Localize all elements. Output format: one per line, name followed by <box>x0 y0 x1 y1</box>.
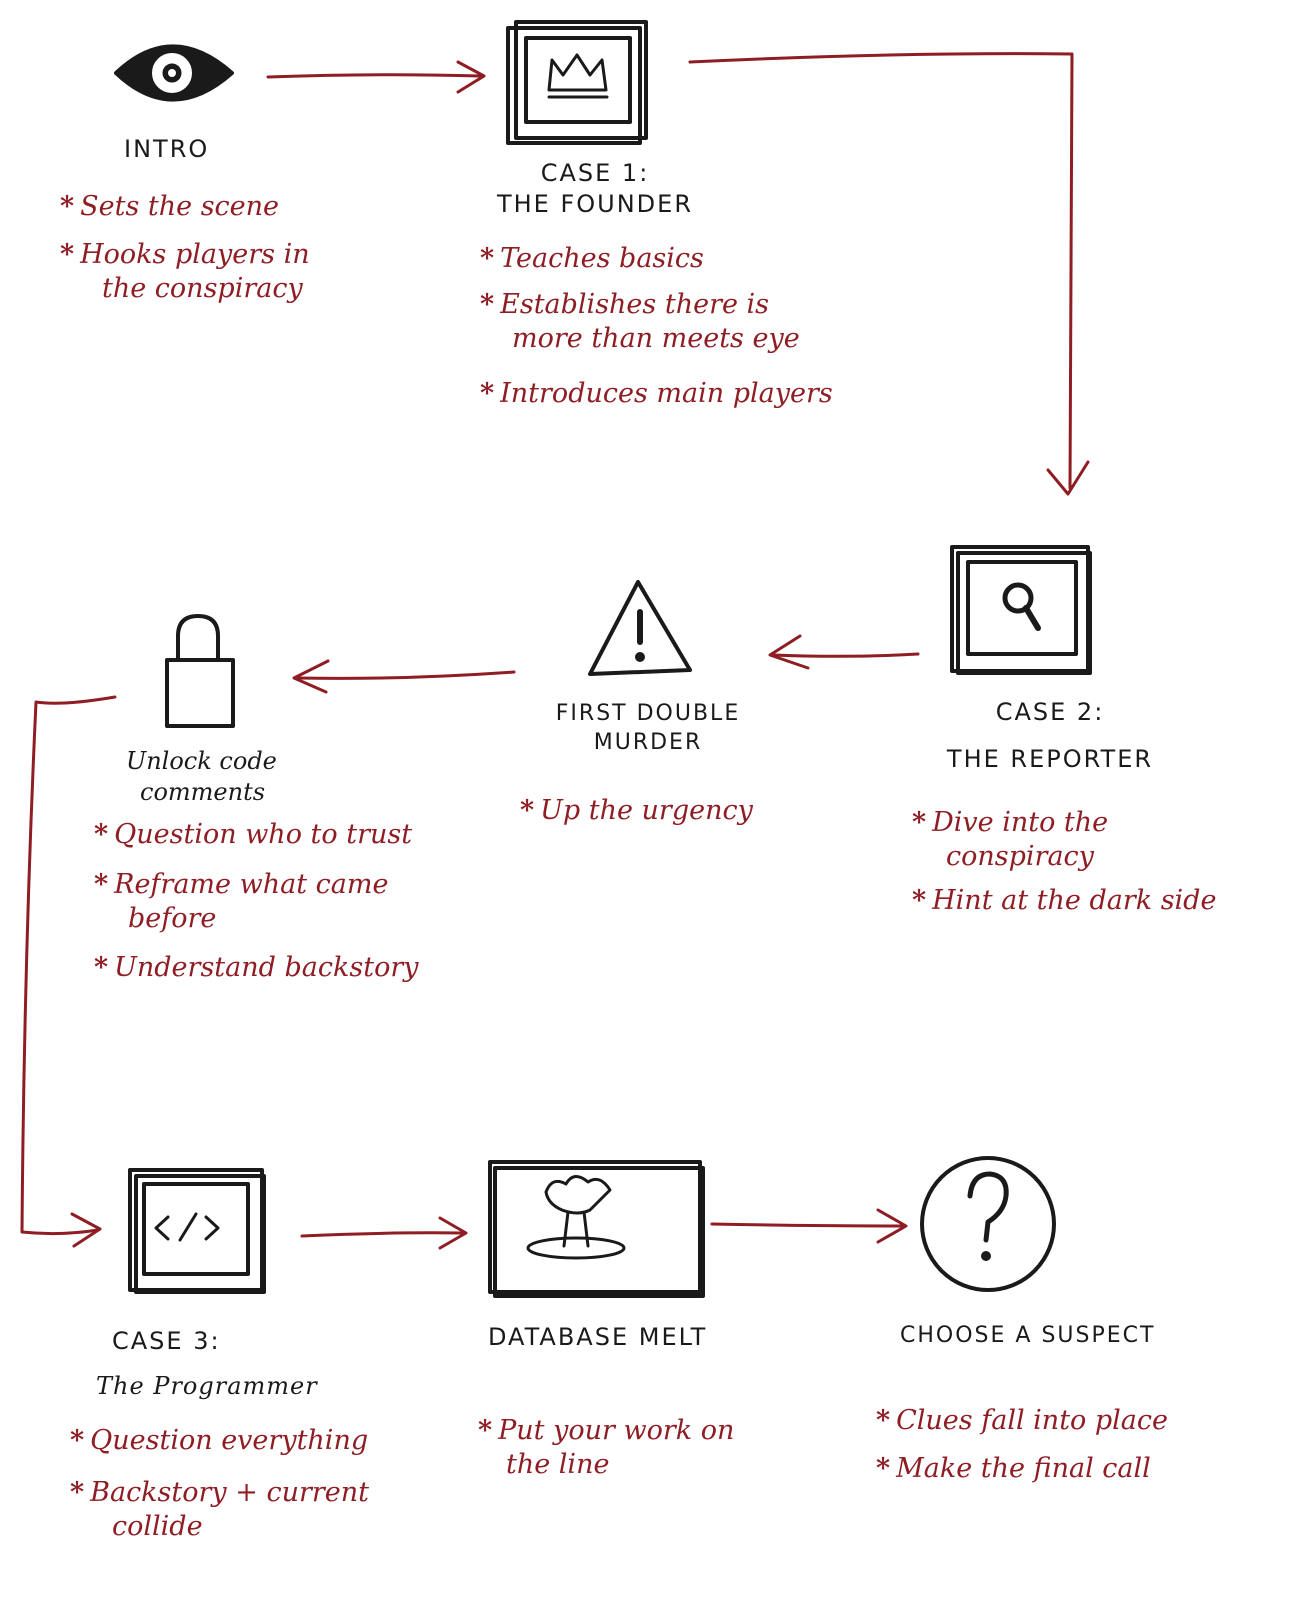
intro-title: INTRO <box>124 135 210 163</box>
database-notes: *Put your work on the line <box>478 1414 734 1482</box>
arrow-case2-to-double-murder <box>768 634 920 670</box>
list-item: *Hooks players in the conspiracy <box>60 238 310 304</box>
double-murder-title: FIRST DOUBLE MURDER <box>555 701 741 755</box>
list-item: *Put your work on the line <box>478 1415 735 1480</box>
list-item: *Backstory + current collide <box>70 1476 369 1542</box>
list-item: *Up the urgency <box>520 795 753 826</box>
case1-notes: *Teaches basics *Establishes there is mo… <box>480 242 833 411</box>
list-item: *Hint at the dark side <box>912 884 1217 916</box>
suspect-notes: *Clues fall into place *Make the final c… <box>876 1404 1168 1486</box>
arrow-case3-to-database <box>300 1216 468 1250</box>
list-item: *Sets the scene <box>60 191 280 222</box>
list-item: *Establishes there is more than meets ey… <box>480 288 800 354</box>
case3-title: CASE 3: The Programmer <box>96 1327 318 1401</box>
warning-icon <box>588 580 692 676</box>
lock-icon <box>165 614 235 728</box>
crown-frame-icon <box>506 20 648 145</box>
explosion-frame-icon <box>488 1160 705 1298</box>
list-item: *Make the final call <box>876 1452 1151 1484</box>
unlock-title: Unlock code comments <box>126 747 277 807</box>
eye-icon <box>114 44 234 102</box>
case3-notes: *Question everything *Backstory + curren… <box>70 1424 369 1543</box>
list-item: *Dive into the conspiracy <box>912 807 1109 872</box>
arrow-unlock-to-case3 <box>20 695 117 1248</box>
question-circle-icon <box>920 1156 1056 1292</box>
database-title: DATABASE MELT <box>488 1323 708 1351</box>
arrow-database-to-suspect <box>710 1208 908 1244</box>
code-frame-icon <box>128 1168 266 1294</box>
list-item: *Clues fall into place <box>876 1405 1168 1436</box>
case2-notes: *Dive into the conspiracy *Hint at the d… <box>912 806 1216 917</box>
case2-title: CASE 2: THE REPORTER <box>946 698 1154 774</box>
arrow-intro-to-case1 <box>266 60 486 94</box>
arrow-case1-to-case2 <box>688 52 1090 496</box>
list-item: *Introduces main players <box>480 378 833 410</box>
list-item: *Question who to trust <box>94 819 413 850</box>
list-item: *Understand backstory <box>94 952 419 984</box>
arrow-double-murder-to-unlock <box>292 659 516 694</box>
unlock-notes: *Question who to trust *Reframe what cam… <box>94 818 418 985</box>
case1-title: CASE 1: THE FOUNDER <box>496 159 694 219</box>
magnifier-frame-icon <box>950 545 1092 675</box>
suspect-title: CHOOSE A SUSPECT <box>900 1323 1156 1348</box>
intro-notes: *Sets the scene *Hooks players in the co… <box>60 190 310 305</box>
list-item: *Teaches basics <box>480 243 704 274</box>
double-murder-notes: *Up the urgency <box>520 794 753 828</box>
list-item: *Question everything <box>70 1425 369 1456</box>
list-item: *Reframe what came before <box>94 868 389 934</box>
